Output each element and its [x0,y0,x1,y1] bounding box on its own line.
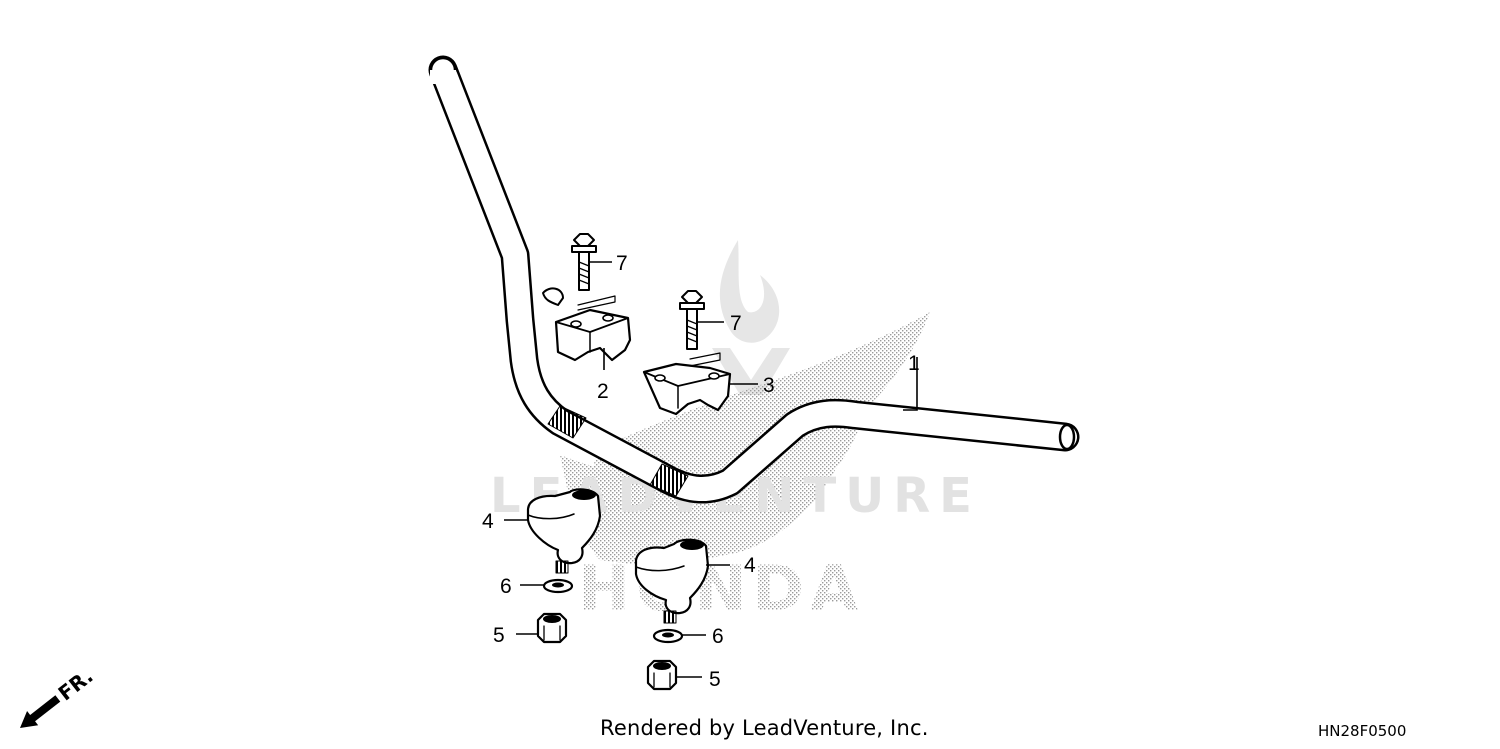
diagram-code: HN28F0500 [1318,722,1407,740]
callout-3[interactable]: 3 [763,374,775,397]
front-arrow-icon [20,695,61,728]
washer-left[interactable] [542,578,574,594]
washer-right[interactable] [652,628,684,644]
nut-right[interactable] [646,659,678,691]
upper-holder-right[interactable] [642,352,732,416]
honda-watermark-text: HONDA [578,552,864,625]
lower-holder-right[interactable] [634,538,710,624]
callout-6-left[interactable]: 6 [500,575,512,598]
bolt-left[interactable] [571,233,597,291]
bolt-right[interactable] [679,290,705,350]
flame-watermark-icon [719,240,780,343]
callout-1[interactable]: 1 [908,352,920,375]
callout-6-right[interactable]: 6 [712,625,724,648]
callout-5-right[interactable]: 5 [709,668,721,691]
nut-left[interactable] [536,612,568,644]
v-shape-watermark-icon [712,348,790,395]
callouts: 1 2 3 4 4 5 5 6 6 7 7 [482,252,920,691]
callout-4-right[interactable]: 4 [744,554,756,577]
lower-holder-left[interactable] [526,488,602,574]
handlebar[interactable] [428,55,1080,504]
credit-text: Rendered by LeadVenture, Inc. [600,716,929,740]
callout-2[interactable]: 2 [597,380,609,403]
callout-5-left[interactable]: 5 [493,624,505,647]
leader-lines [504,261,918,678]
callout-7-right[interactable]: 7 [730,312,742,335]
front-arrow: FR. [20,664,98,728]
front-arrow-label: FR. [54,664,98,706]
callout-4-left[interactable]: 4 [482,510,494,533]
upper-holder-left[interactable] [554,295,632,362]
callout-7-left[interactable]: 7 [616,252,628,275]
